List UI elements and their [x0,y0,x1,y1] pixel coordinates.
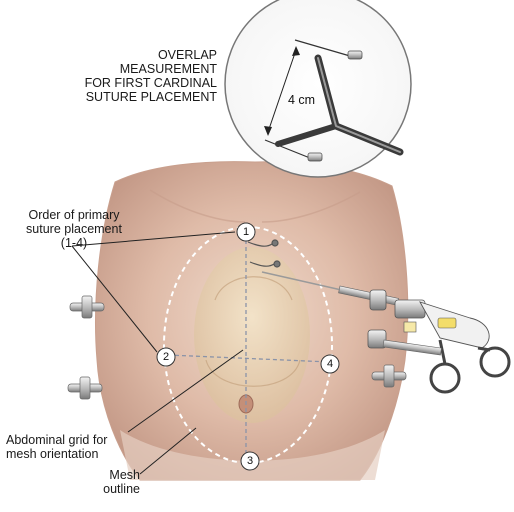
order-label-line: suture placement [26,222,122,236]
order-label-line: (1-4) [60,236,88,250]
grid-label-line: Abdominal grid for [6,433,108,447]
order-label-line: Order of primary [28,208,120,222]
leader-lines [71,231,244,475]
suture-point-1: 1 [236,222,256,242]
surgical-instrument-icon [338,285,511,394]
inset-title-line: FOR FIRST CARDINAL [84,76,217,90]
suture-point-4: 4 [320,354,340,374]
abdominal-grid-label: Abdominal grid for mesh orientation [6,433,146,461]
grid-label-line: mesh orientation [6,447,99,461]
suture-order-label: Order of primary suture placement (1-4) [14,208,134,250]
svg-text:1: 1 [243,226,249,238]
trocar-icon [69,295,105,319]
inset-title-line: OVERLAP MEASUREMENT [119,48,217,76]
inset-title-line: SUTURE PLACEMENT [85,90,217,104]
magnified-inset: 4 cm [224,0,412,178]
svg-text:2: 2 [163,351,169,363]
trocar-icon [371,364,407,388]
abdominal-grid [167,240,331,455]
suture-point-3: 3 [240,451,260,471]
hernia-bulge [194,247,310,423]
inset-title: OVERLAP MEASUREMENT FOR FIRST CARDINAL S… [62,48,217,104]
mesh-label-line: Mesh [109,468,140,482]
mesh-outline-label: Mesh outline [70,468,140,496]
trocar-icon [67,376,103,400]
dimension-label: 4 cm [288,93,315,107]
svg-text:4: 4 [327,358,333,370]
suture-point-2: 2 [156,347,176,367]
svg-text:3: 3 [247,455,253,467]
mesh-label-line: outline [103,482,140,496]
